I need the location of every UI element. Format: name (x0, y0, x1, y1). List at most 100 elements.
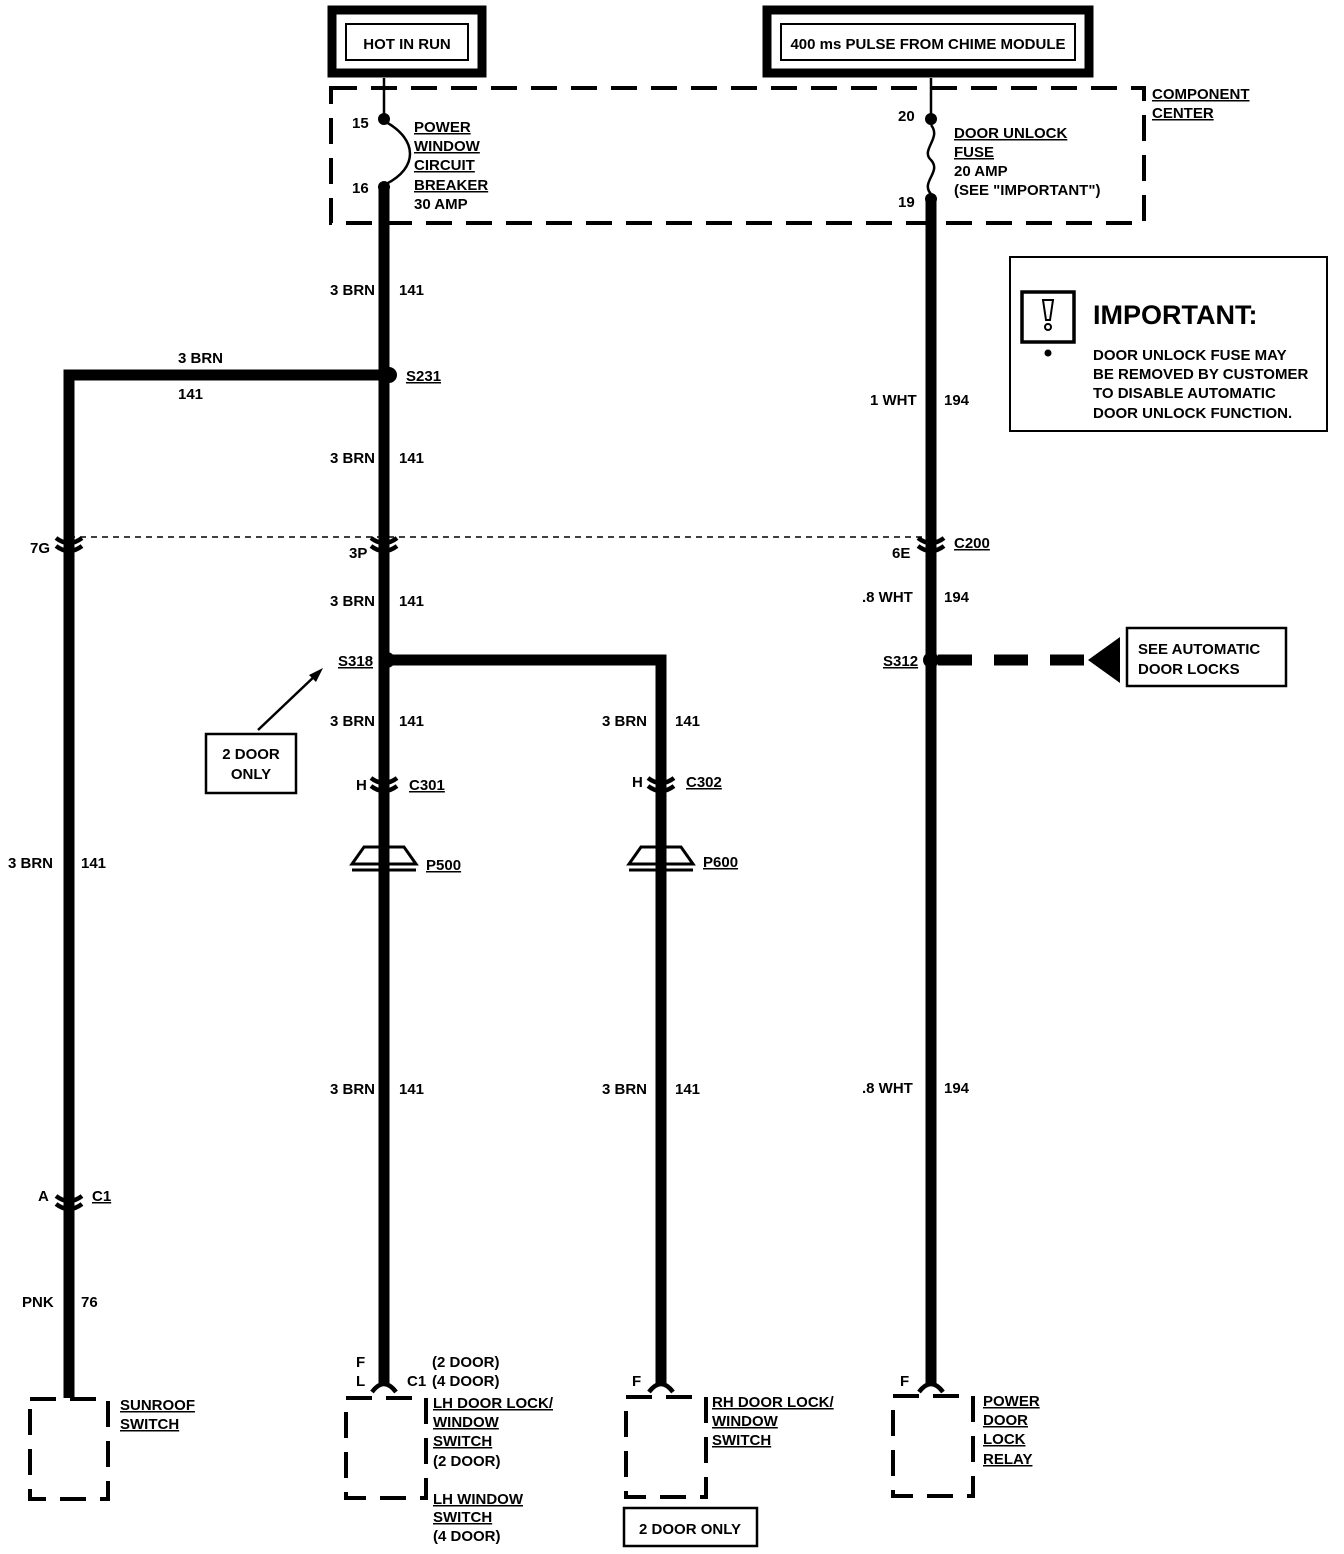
svg-text:SEE AUTOMATIC: SEE AUTOMATIC (1138, 641, 1260, 658)
passthrough-p500-label: P500 (426, 857, 461, 874)
svg-text:141: 141 (399, 593, 424, 610)
breaker-pin-16: 16 (352, 180, 369, 197)
svg-text:141: 141 (81, 855, 106, 872)
svg-text:LOCK: LOCK (983, 1431, 1026, 1448)
svg-text:.8 WHT: .8 WHT (862, 1080, 913, 1097)
arrow-to-auto-locks (1088, 637, 1120, 683)
svg-text:141: 141 (675, 713, 700, 730)
two-door-only-callout: 2 DOOR ONLY (204, 668, 323, 795)
connector-c1-lh-label: C1 (407, 1373, 426, 1390)
splice-s312-label: S312 (883, 653, 918, 670)
svg-text:3 BRN: 3 BRN (330, 282, 375, 299)
svg-text:BREAKER: BREAKER (414, 177, 488, 194)
component-center-box (329, 86, 1146, 225)
svg-text:.8 WHT: .8 WHT (862, 589, 913, 606)
svg-text:76: 76 (81, 1294, 98, 1311)
svg-text:H: H (632, 774, 643, 791)
svg-text:194: 194 (944, 1080, 970, 1097)
svg-text:WINDOW: WINDOW (712, 1413, 779, 1430)
svg-text:141: 141 (399, 713, 424, 730)
svg-text:3 BRN: 3 BRN (330, 713, 375, 730)
svg-text:(2 DOOR): (2 DOOR) (432, 1354, 500, 1371)
svg-text:20 AMP: 20 AMP (954, 163, 1008, 180)
svg-text:F: F (356, 1354, 365, 1371)
svg-text:CIRCUIT: CIRCUIT (414, 157, 475, 174)
passthrough-p600 (626, 845, 696, 875)
svg-text:F: F (900, 1373, 909, 1390)
fuse-pin-20: 20 (898, 108, 915, 125)
svg-text:DOOR: DOOR (983, 1412, 1028, 1429)
svg-text:3 BRN: 3 BRN (178, 350, 223, 367)
svg-text:194: 194 (944, 589, 970, 606)
power-window-circuit-breaker: 15 16 POWER WINDOW CIRCUIT BREAKER 30 AM… (352, 113, 488, 213)
splice-s231-label: S231 (406, 368, 441, 385)
svg-text:DOOR LOCKS: DOOR LOCKS (1138, 661, 1240, 678)
svg-text:RELAY: RELAY (983, 1451, 1032, 1468)
svg-text:CENTER: CENTER (1152, 105, 1214, 122)
splice-s318-label: S318 (338, 653, 373, 670)
svg-text:ONLY: ONLY (231, 766, 271, 783)
svg-text:194: 194 (944, 392, 970, 409)
svg-text:(4 DOOR): (4 DOOR) (432, 1373, 500, 1390)
svg-text:(SEE "IMPORTANT"): (SEE "IMPORTANT") (954, 182, 1100, 199)
splice-s312-dot (923, 652, 939, 668)
svg-text:30 AMP: 30 AMP (414, 196, 468, 213)
connector-c200-label: C200 (954, 535, 990, 552)
chime-pulse-box: 400 ms PULSE FROM CHIME MODULE (762, 5, 1094, 78)
svg-text:PNK: PNK (22, 1294, 54, 1311)
svg-text:(2 DOOR): (2 DOOR) (433, 1453, 501, 1470)
hot-in-run-box: HOT IN RUN (327, 5, 487, 78)
svg-text:3 BRN: 3 BRN (330, 450, 375, 467)
svg-text:WINDOW: WINDOW (414, 138, 481, 155)
svg-text:7G: 7G (30, 540, 50, 557)
svg-text:L: L (356, 1373, 365, 1390)
svg-text:DOOR UNLOCK FUSE MAY: DOOR UNLOCK FUSE MAY (1093, 347, 1287, 364)
svg-text:H: H (356, 777, 367, 794)
passthrough-p500 (349, 845, 419, 875)
splice-s318-dot (379, 652, 395, 668)
svg-text:SWITCH: SWITCH (120, 1416, 179, 1433)
svg-text:141: 141 (399, 450, 424, 467)
svg-text:TO DISABLE AUTOMATIC: TO DISABLE AUTOMATIC (1093, 385, 1276, 402)
svg-text:LH DOOR LOCK/: LH DOOR LOCK/ (433, 1395, 554, 1412)
svg-text:SWITCH: SWITCH (433, 1433, 492, 1450)
important-title: IMPORTANT: (1093, 300, 1257, 330)
breaker-pin-15: 15 (352, 115, 369, 132)
connector-labels: 7G 3P 6E C200 H C301 H C302 A C1 F L C1 … (30, 535, 990, 1390)
wire-labels: 3 BRN 141 3 BRN 141 3 BRN 141 3 BRN 141 … (8, 282, 970, 1311)
svg-text:POWER: POWER (983, 1393, 1040, 1410)
svg-text:(4 DOOR): (4 DOOR) (433, 1528, 501, 1545)
connector-c302-label: C302 (686, 774, 722, 791)
svg-text:WINDOW: WINDOW (433, 1414, 500, 1431)
connector-c301-label: C301 (409, 777, 445, 794)
svg-text:SWITCH: SWITCH (433, 1509, 492, 1526)
fuse-pin-19: 19 (898, 194, 915, 211)
splice-s231-dot (381, 367, 397, 383)
passthrough-p600-label: P600 (703, 854, 738, 871)
svg-text:3 BRN: 3 BRN (8, 855, 53, 872)
svg-text:SUNROOF: SUNROOF (120, 1397, 195, 1414)
see-automatic-door-locks-callout: SEE AUTOMATIC DOOR LOCKS (1125, 626, 1288, 688)
svg-text:BE REMOVED BY CUSTOMER: BE REMOVED BY CUSTOMER (1093, 366, 1308, 383)
wire-brn-141-sunroof-branch (63, 369, 384, 1398)
svg-text:141: 141 (399, 282, 424, 299)
chime-pulse-label: 400 ms PULSE FROM CHIME MODULE (790, 36, 1065, 53)
svg-text:3 BRN: 3 BRN (330, 593, 375, 610)
sunroof-switch: SUNROOF SWITCH (28, 1397, 195, 1501)
svg-text:FUSE: FUSE (954, 144, 994, 161)
power-door-lock-relay: POWER DOOR LOCK RELAY (891, 1393, 1040, 1498)
connector-glyphs (54, 536, 946, 1394)
svg-text:3 BRN: 3 BRN (330, 1081, 375, 1098)
lh-door-lock-window-switch: LH DOOR LOCK/ WINDOW SWITCH (2 DOOR) LH … (344, 1395, 554, 1545)
wire-brn-141-rh-branch (384, 654, 667, 1385)
important-note-box: IMPORTANT: DOOR UNLOCK FUSE MAY BE REMOV… (1009, 256, 1328, 432)
component-center-label: COMPONENT (1152, 86, 1250, 103)
svg-text:6E: 6E (892, 545, 910, 562)
svg-text:141: 141 (178, 386, 203, 403)
svg-text:141: 141 (675, 1081, 700, 1098)
svg-text:RH DOOR LOCK/: RH DOOR LOCK/ (712, 1394, 834, 1411)
svg-text:SWITCH: SWITCH (712, 1432, 771, 1449)
svg-text:2 DOOR: 2 DOOR (222, 746, 280, 763)
door-unlock-fuse: 20 19 DOOR UNLOCK FUSE 20 AMP (SEE "IMPO… (898, 108, 1100, 211)
